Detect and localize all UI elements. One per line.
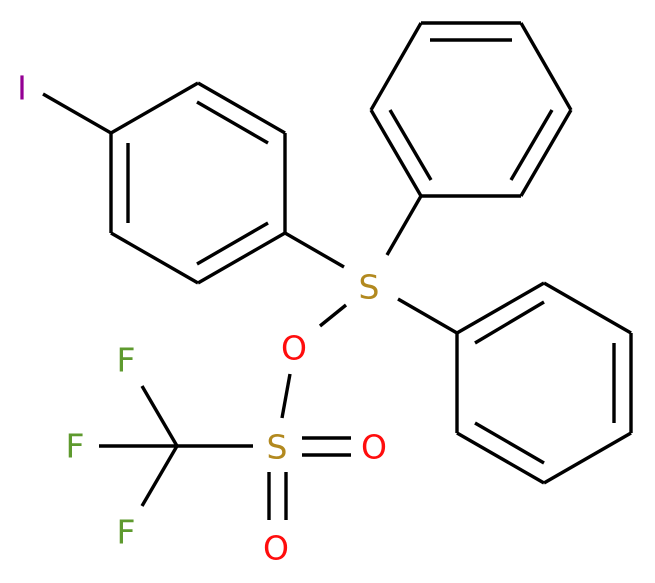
c-i-bond [42,92,112,135]
o-s-bond [280,373,292,419]
sulfonyl-sulfur-atom: S [266,427,288,467]
ester-oxygen-atom: O [281,328,307,368]
sulfonium-sulfur-atom: S [358,267,380,307]
upper-phenyl-ring [369,21,573,198]
c-f-bond-top [140,385,179,447]
fluorine-bottom-atom: F [116,512,136,552]
fluorine-top-atom: F [116,340,136,380]
sulfonyl-oxygen-right-atom: O [361,427,387,467]
iodine-atom: I [17,68,27,108]
s-o-bond [318,303,348,328]
c-s-bond-2 [385,195,423,256]
c-f-bond-bottom [140,445,179,507]
lower-phenyl-ring [455,281,633,485]
fluorine-left-atom: F [65,426,85,466]
iodophenyl-ring [109,81,287,285]
c-s-bond-3 [397,297,458,335]
sulfonyl-oxygen-bottom-atom: O [263,528,289,568]
c-s-bond-1 [284,231,345,269]
